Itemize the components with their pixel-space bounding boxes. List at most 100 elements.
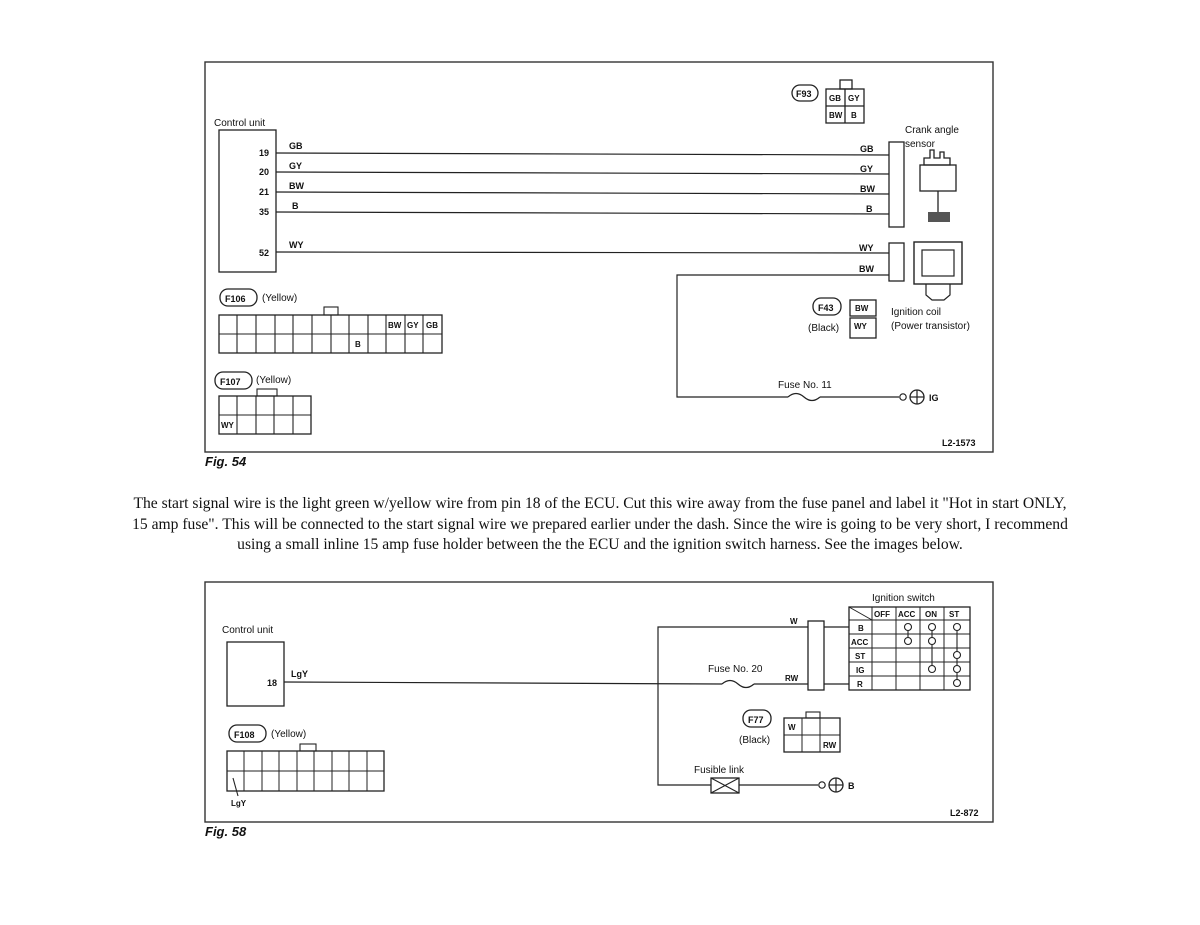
wire-label-wy-right: WY <box>859 243 874 253</box>
ignition-switch-table <box>848 606 971 691</box>
wire-lgy <box>283 681 723 685</box>
f108-id: F108 <box>234 730 255 740</box>
ig-label: IG <box>929 393 939 403</box>
pin-21: 21 <box>259 187 269 197</box>
ignition-coil-icon <box>913 241 963 301</box>
f108-wire-lgy: LgY <box>231 799 247 808</box>
switch-col-on: ON <box>925 610 937 619</box>
pin-18: 18 <box>267 678 277 688</box>
switch-col-off: OFF <box>874 610 890 619</box>
f93-cell-bw: BW <box>829 111 843 120</box>
f77-badge <box>742 709 772 728</box>
f43-cell-wy: WY <box>854 322 868 331</box>
f106-cell-bw: BW <box>388 321 402 330</box>
fig58-frame <box>204 581 994 823</box>
wire-label-bw-right: BW <box>860 184 875 194</box>
wire-w <box>657 626 808 786</box>
f107-cell-wy: WY <box>221 421 235 430</box>
pin-35: 35 <box>259 207 269 217</box>
wire-label-gb-left: GB <box>289 141 303 151</box>
f108-connector <box>226 743 385 797</box>
f93-badge <box>791 84 819 102</box>
fig58-code: L2-872 <box>950 808 979 818</box>
f77-cell-w: W <box>788 723 796 732</box>
coil-connector <box>888 242 905 282</box>
f93-cell-gb: GB <box>829 94 841 103</box>
f106-connector <box>218 306 443 354</box>
f43-id: F43 <box>818 303 834 313</box>
wire-label-b-left: B <box>292 201 299 211</box>
wire-gb <box>275 152 890 156</box>
f43-cell-bw: BW <box>855 304 869 313</box>
wire-label-lgy: LgY <box>291 669 308 679</box>
f93-cell-b: B <box>851 111 857 120</box>
f43-connector-bottom <box>849 317 877 339</box>
f77-color: (Black) <box>739 735 770 746</box>
fig58-label: Fig. 58 <box>205 824 247 839</box>
instruction-paragraph: The start signal wire is the light green… <box>132 495 1068 553</box>
f106-badge <box>219 288 258 307</box>
f107-color: (Yellow) <box>256 375 291 386</box>
f43-color: (Black) <box>808 323 839 334</box>
ignition-switch-title: Ignition switch <box>872 593 935 604</box>
f77-cell-rw: RW <box>823 741 837 750</box>
control-unit-box-2 <box>226 641 285 707</box>
ignition-coil-label-1: Ignition coil <box>891 307 941 318</box>
fig54-diagram: Control unit 19 20 21 35 52 GB GY BW B W… <box>204 61 994 469</box>
fig54-code: L2-1573 <box>942 438 976 448</box>
f106-id: F106 <box>225 294 246 304</box>
f93-cell-gy: GY <box>848 94 860 103</box>
wire-label-w: W <box>790 617 798 626</box>
switch-row-ig: IG <box>856 666 864 675</box>
f107-badge <box>214 371 253 390</box>
battery-terminal <box>818 781 826 789</box>
pin-19: 19 <box>259 148 269 158</box>
fuse-20-label: Fuse No. 20 <box>708 664 763 675</box>
switch-contacts <box>903 622 962 688</box>
fig58-diagram: Control unit 18 LgY Fuse No. 20 RW W Ign… <box>204 581 994 839</box>
control-unit-label: Control unit <box>214 118 265 129</box>
fusible-link-label: Fusible link <box>694 765 745 776</box>
fig54-label: Fig. 54 <box>205 454 247 469</box>
f43-badge <box>812 297 842 316</box>
control-unit-label-2: Control unit <box>222 625 273 636</box>
f106-color: (Yellow) <box>262 293 297 304</box>
wire-gy <box>275 171 890 175</box>
fuse-20-symbol <box>721 679 755 689</box>
switch-row-acc: ACC <box>851 638 869 647</box>
fuse-11-symbol <box>787 392 821 402</box>
wire-label-b-right: B <box>866 204 873 214</box>
fig54-frame <box>204 61 994 453</box>
wire-bw <box>275 191 890 195</box>
pin-52: 52 <box>259 248 269 258</box>
wire-label-rw: RW <box>785 674 799 683</box>
f107-id: F107 <box>220 377 241 387</box>
wire-bw-fuse <box>676 274 889 398</box>
wire-label-wy-left: WY <box>289 240 304 250</box>
crank-sensor-icon <box>919 149 957 222</box>
fusible-link-icon <box>710 777 740 794</box>
f77-connector <box>783 711 841 753</box>
fuse-11-label: Fuse No. 11 <box>778 380 832 391</box>
switch-col-acc: ACC <box>898 610 916 619</box>
switch-col-st: ST <box>949 610 959 619</box>
pin-20: 20 <box>259 167 269 177</box>
switch-row-r: R <box>857 680 863 689</box>
f106-cell-gy: GY <box>407 321 419 330</box>
ignition-coil-label-2: (Power transistor) <box>891 321 970 332</box>
f108-color: (Yellow) <box>271 729 306 740</box>
ig-terminal <box>899 393 907 401</box>
wire-label-bw-left: BW <box>289 181 304 191</box>
switch-row-st: ST <box>855 652 865 661</box>
switch-connector <box>807 620 825 691</box>
control-unit-box <box>218 129 277 273</box>
wire-b <box>275 211 890 215</box>
switch-row-b: B <box>858 624 864 633</box>
f106-cell-b: B <box>355 340 361 349</box>
wire-wy <box>275 251 890 254</box>
f108-badge <box>228 724 267 743</box>
f107-connector <box>218 388 312 435</box>
wire-label-gb-right: GB <box>860 144 874 154</box>
wire-label-bw-right-2: BW <box>859 264 874 274</box>
